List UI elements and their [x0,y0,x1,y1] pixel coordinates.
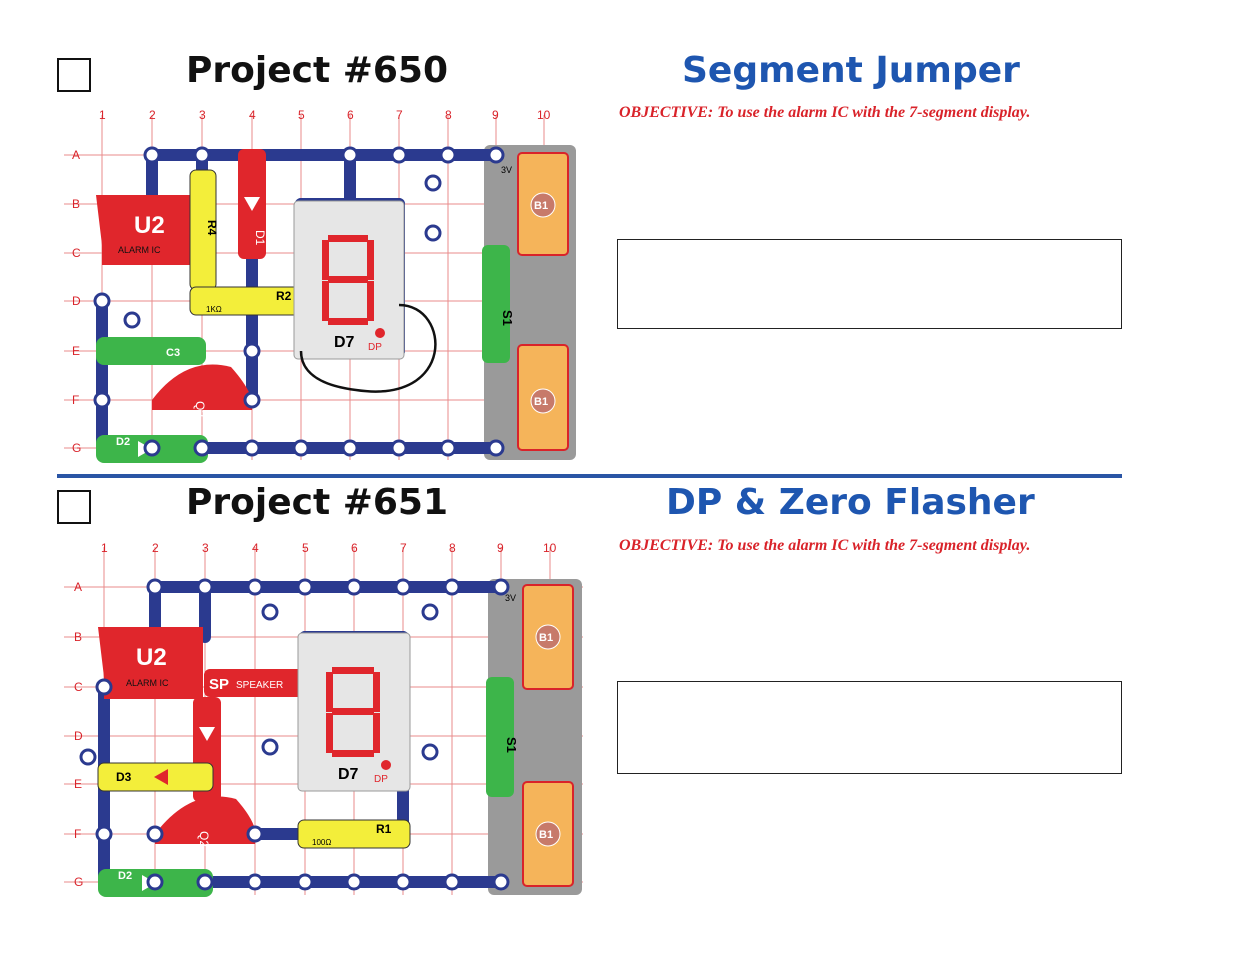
transistor-q2 [155,796,257,844]
row-label: A [74,580,82,594]
speaker-sp [204,669,304,697]
battery-label: B1 [539,829,553,841]
row-label: C [72,246,81,260]
col-label: 9 [492,108,499,122]
col-label: 6 [347,108,354,122]
alarm-ic-u2 [96,195,196,265]
transistor-q2 [152,364,253,410]
col-label: 7 [400,541,407,555]
row-label: B [72,197,80,211]
r2-label: R2 [276,289,292,303]
d7-label: D7 [334,334,355,351]
row-label: D [72,294,81,308]
project-651-objective: OBJECTIVE: To use the alarm IC with the … [619,537,1031,554]
battery-voltage: 3V [501,165,512,175]
col-label: 9 [497,541,504,555]
d2-label: D2 [116,436,130,448]
battery-label: B1 [534,396,548,408]
col-label: 7 [396,108,403,122]
col-label: 5 [302,541,309,555]
q2-label: Q2 [197,831,211,847]
u2-label: U2 [134,212,165,239]
project-651-notes-box [617,681,1122,774]
col-label: 6 [351,541,358,555]
col-label: 1 [99,108,106,122]
capacitor-c3 [96,337,206,365]
section-divider [57,474,1122,478]
dp-label: DP [368,342,382,353]
battery-voltage: 3V [505,593,516,603]
col-label: 3 [202,541,209,555]
r1-label: R1 [376,822,392,836]
col-label: 8 [449,541,456,555]
col-label: 3 [199,108,206,122]
switch-label: S1 [500,310,515,326]
col-label: 4 [249,108,256,122]
row-label: E [72,344,80,358]
col-label: 2 [149,108,156,122]
row-label: G [72,441,81,455]
r4-label: R4 [205,220,219,236]
r2-value: 1KΩ [206,305,222,314]
row-label: D [74,729,83,743]
row-label: E [74,777,82,791]
project-650-name: Segment Jumper [682,50,1020,91]
switch-s1 [482,245,510,363]
r1-value: 100Ω [312,838,331,847]
battery-label: B1 [539,632,553,644]
col-label: 1 [101,541,108,555]
project-650-notes-box [617,239,1122,329]
project-650-board: 1 2 3 4 5 6 7 8 9 10 A B C D E F G B1 B1… [63,105,576,463]
u2-label: U2 [136,644,167,671]
row-label: A [72,148,80,162]
d1-label: D1 [253,230,267,246]
project-651-name: DP & Zero Flasher [666,482,1035,523]
row-label: F [72,393,79,407]
resistor-r1 [297,819,411,849]
u2-sublabel: ALARM IC [118,245,161,255]
project-650-title: Project #650 [186,50,449,91]
col-label: 10 [543,541,557,555]
project-650-checkbox[interactable] [57,58,91,92]
project-651-title: Project #651 [186,482,449,523]
d2-label: D2 [118,870,132,882]
project-651-board: 1 2 3 4 5 6 7 8 9 10 A B C D E F G B1 B1… [63,537,583,897]
row-label: B [74,630,82,644]
q2-label: Q2 [193,401,207,417]
switch-s1 [486,677,514,797]
u2-sublabel: ALARM IC [126,678,169,688]
project-650-objective: OBJECTIVE: To use the alarm IC with the … [619,104,1031,121]
col-label: 8 [445,108,452,122]
row-label: C [74,680,83,694]
col-label: 10 [537,108,551,122]
row-label: F [74,827,81,841]
row-label: G [74,875,83,889]
battery-label: B1 [534,200,548,212]
jumper-wire [299,303,437,393]
col-label: 4 [252,541,259,555]
d3-label: D3 [116,770,132,784]
sp-sublabel: SPEAKER [236,680,283,691]
alarm-ic-u2 [98,627,203,699]
c3-label: C3 [166,347,180,359]
sp-label: SP [209,676,229,693]
d7-label: D7 [338,766,359,783]
col-label: 5 [298,108,305,122]
project-651-checkbox[interactable] [57,490,91,524]
col-label: 2 [152,541,159,555]
switch-label: S1 [504,737,519,753]
dp-label: DP [374,774,388,785]
